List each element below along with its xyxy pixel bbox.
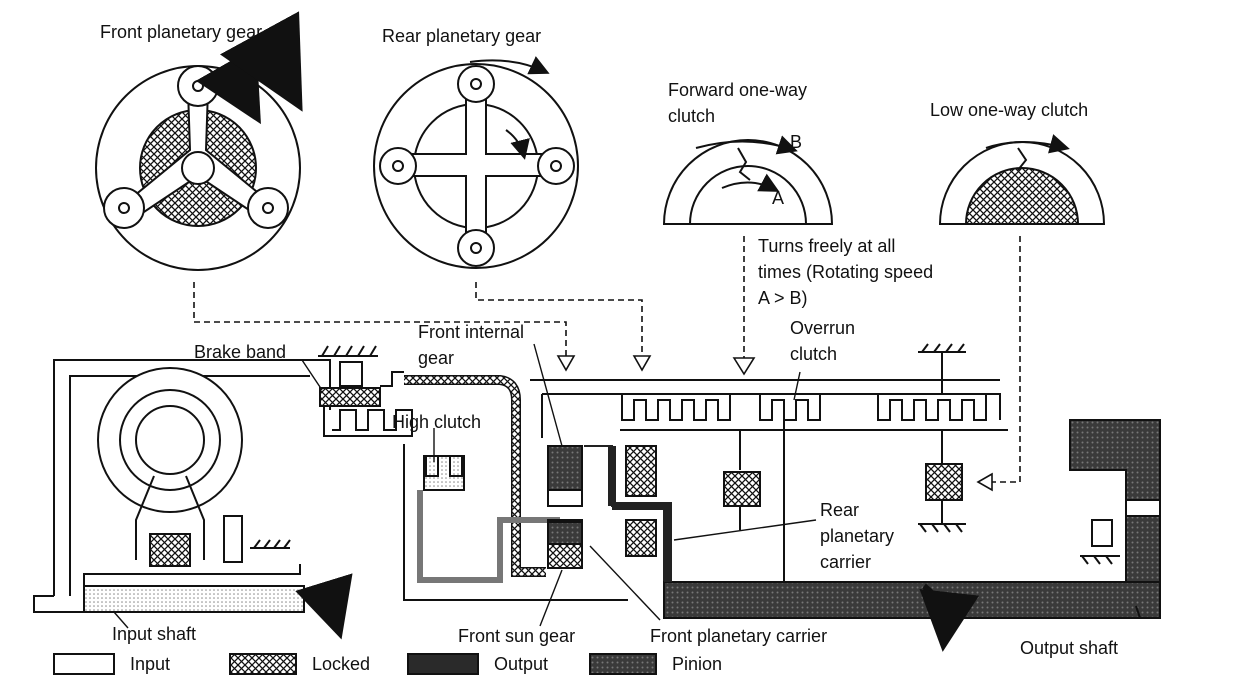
label-turns-freely-2: times (Rotating speed [758, 262, 933, 282]
legend-label-output: Output [494, 654, 548, 674]
dashed-connectors [193, 236, 1021, 492]
legend-swatch-output [407, 653, 479, 675]
legend-swatch-locked [229, 653, 297, 675]
label-overrun-2: clutch [790, 344, 837, 364]
label-front-planetary-gear: Front planetary gear [100, 22, 262, 42]
label-rear-planetary-gear: Rear planetary gear [382, 26, 541, 46]
label-front-sun-gear: Front sun gear [458, 626, 575, 646]
label-turns-freely-1: Turns freely at all [758, 236, 895, 256]
label-output-shaft: Output shaft [1020, 638, 1118, 658]
label-point-a: A [772, 188, 784, 208]
label-rear-carrier-3: carrier [820, 552, 871, 572]
legend-label-locked: Locked [312, 654, 370, 674]
label-input-shaft: Input shaft [112, 624, 196, 644]
low-one-way-clutch [938, 134, 1106, 225]
schematic [33, 343, 1161, 652]
label-front-internal-2: gear [418, 348, 454, 368]
label-high-clutch: High clutch [392, 412, 481, 432]
legend-label-pinion: Pinion [672, 654, 722, 674]
label-front-planetary-carrier: Front planetary carrier [650, 626, 827, 646]
legend-swatch-input [53, 653, 115, 675]
label-front-internal-1: Front internal [418, 322, 524, 342]
label-turns-freely-3: A > B) [758, 288, 808, 308]
label-brake-band: Brake band [194, 342, 286, 362]
forward-one-way-clutch [662, 135, 834, 225]
label-low-one-way-clutch: Low one-way clutch [930, 100, 1088, 120]
legend: Input Locked Output Pinion [53, 653, 722, 675]
diagram-labels: Front planetary gear Rear planetary gear… [100, 22, 1118, 658]
label-rear-carrier-2: planetary [820, 526, 894, 546]
legend-label-input: Input [130, 654, 170, 674]
label-forward-one-way-2: clutch [668, 106, 715, 126]
label-point-b: B [790, 132, 802, 152]
label-overrun-1: Overrun [790, 318, 855, 338]
label-forward-one-way-1: Forward one-way [668, 80, 807, 100]
legend-swatch-pinion [589, 653, 657, 675]
front-planetary-gear [95, 11, 303, 271]
label-rear-carrier-1: Rear [820, 500, 859, 520]
rear-planetary-gear [373, 56, 579, 269]
